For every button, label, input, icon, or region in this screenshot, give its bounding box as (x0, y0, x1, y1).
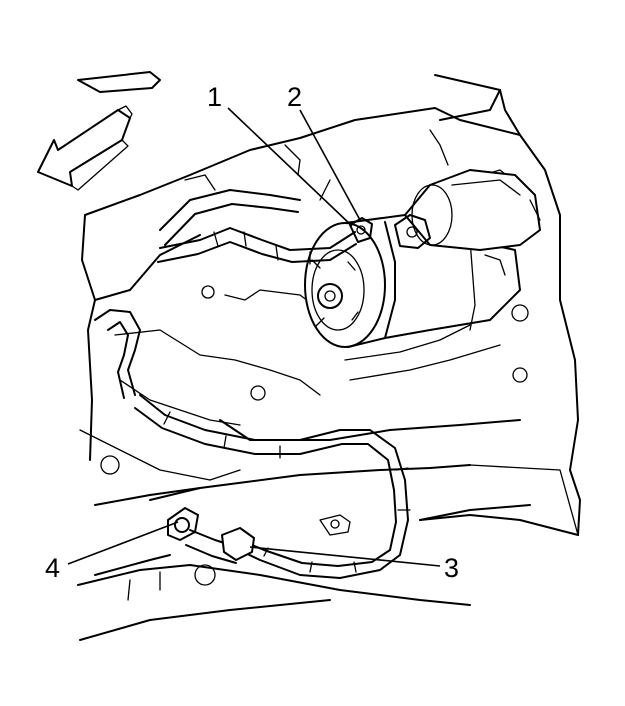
callout-4: 4 (45, 553, 60, 583)
callout-2: 2 (287, 82, 302, 112)
frame-rail (77, 464, 579, 641)
cable-connector (149, 487, 351, 586)
callout-leaders (67, 107, 441, 567)
callout-3: 3 (444, 553, 459, 583)
starter-motor (304, 169, 541, 348)
direction-arrow-icon (37, 105, 133, 191)
engine-block-outline (77, 71, 581, 536)
wiring-harness (94, 189, 531, 579)
callout-1: 1 (207, 82, 222, 112)
